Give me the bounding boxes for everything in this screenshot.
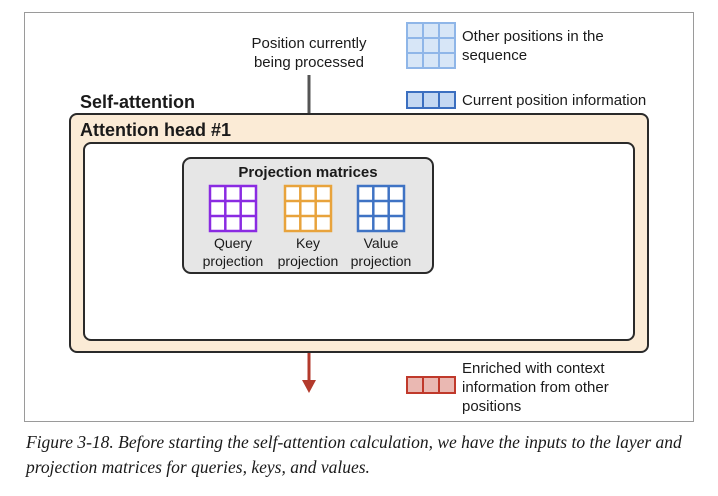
- legend-other-line1: Other positions in the: [462, 28, 604, 45]
- current-position-icon: [406, 91, 456, 109]
- self-attention-label: Self-attention: [80, 92, 195, 112]
- key-matrix-icon: [283, 184, 333, 233]
- legend-enriched-line1: Enriched with context: [462, 360, 605, 377]
- other-positions-grid-icon: [406, 22, 456, 69]
- legend-current: Current position information: [462, 92, 646, 109]
- projection-matrices-title: Projection matrices: [238, 164, 377, 181]
- position-label-line2: being processed: [254, 54, 364, 71]
- enriched-position-icon: [406, 376, 456, 394]
- query-label-line1: Query: [214, 235, 252, 251]
- value-label-line1: Value: [364, 235, 399, 251]
- legend-enriched-line2: information from other: [462, 379, 609, 396]
- key-label-line2: projection: [278, 253, 339, 269]
- legend-enriched-line3: positions: [462, 398, 521, 415]
- legend-other-line2: sequence: [462, 47, 527, 64]
- figure-caption: Figure 3-18. Before starting the self-at…: [26, 432, 682, 477]
- key-label-line1: Key: [296, 235, 320, 251]
- position-label-line1: Position currently: [251, 35, 367, 52]
- output-arrow-down-icon: [302, 353, 316, 393]
- query-label-line2: projection: [203, 253, 264, 269]
- value-matrix-icon: [356, 184, 406, 233]
- attention-head-label: Attention head #1: [80, 120, 231, 140]
- value-label-line2: projection: [351, 253, 412, 269]
- query-matrix-icon: [208, 184, 258, 233]
- self-attention-diagram: Other positions in the sequence Current …: [69, 22, 649, 415]
